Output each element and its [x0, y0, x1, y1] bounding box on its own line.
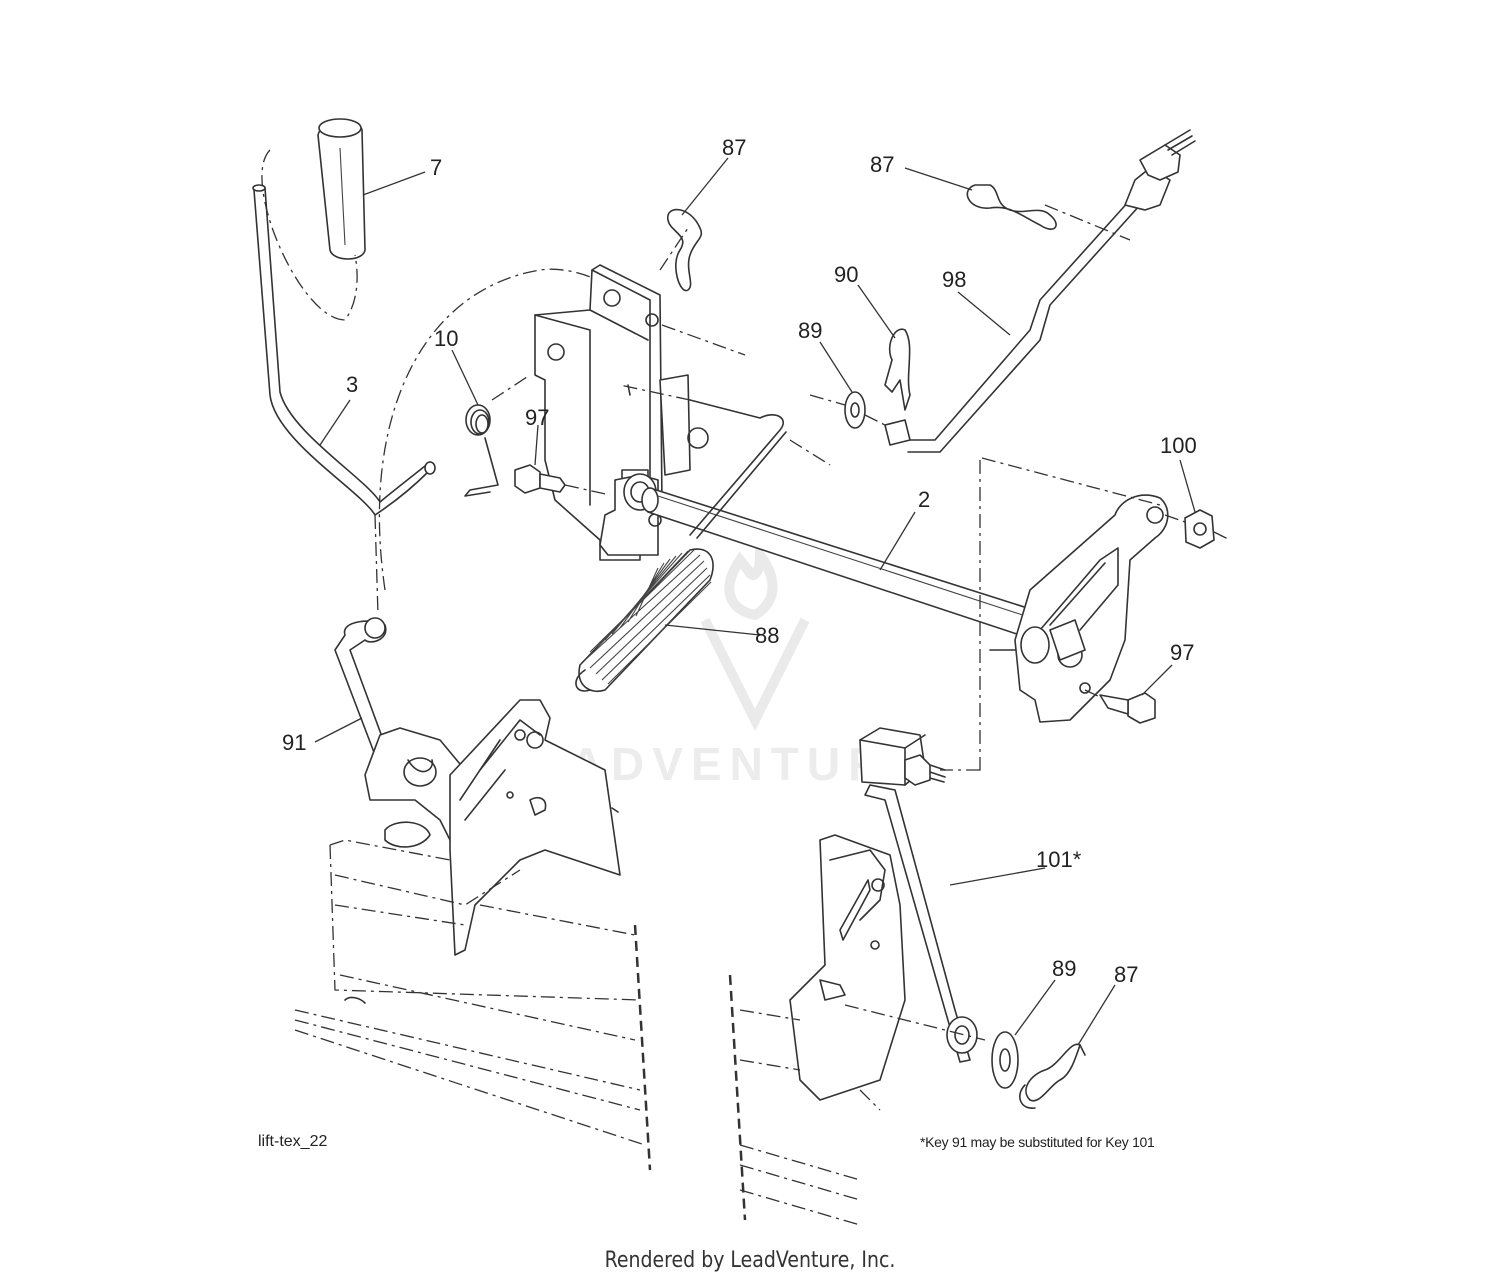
callout-3: 3	[346, 372, 358, 397]
footnote: *Key 91 may be substituted for Key 101	[920, 1134, 1155, 1150]
part-3-lift-lever	[252, 184, 436, 616]
part-100-nut	[1164, 509, 1231, 549]
part-10-torsion-spring	[464, 374, 531, 497]
left-mower-deck	[294, 839, 652, 1171]
left-deck-bracket	[449, 699, 621, 956]
render-credit: Rendered by LeadVenture, Inc.	[604, 1248, 896, 1273]
callout-97-lower: 97	[1170, 640, 1194, 665]
part-89-washer-lower	[991, 1031, 1019, 1089]
callout-91: 91	[282, 730, 306, 755]
callout-87-lower: 87	[1114, 962, 1138, 987]
callout-98: 98	[942, 267, 966, 292]
spring-link-rod	[619, 384, 831, 539]
part-87-hairpin-right	[966, 184, 1131, 241]
callout-89-lower: 89	[1052, 956, 1076, 981]
callout-89-upper: 89	[798, 318, 822, 343]
callout-2: 2	[918, 487, 930, 512]
callout-90: 90	[834, 262, 858, 287]
part-98-adjuster-rod	[884, 129, 1196, 453]
callout-97-upper: 97	[525, 405, 549, 430]
callout-87-right: 87	[870, 152, 894, 177]
diagram-id-label: lift-tex_22	[258, 1133, 327, 1150]
right-mower-deck	[728, 974, 986, 1226]
part-97-bolt-lower	[1084, 689, 1156, 724]
callout-101: 101*	[1036, 847, 1082, 872]
right-deck-bracket	[789, 834, 906, 1101]
leader-lines	[314, 157, 1196, 1046]
part-97-bolt-upper	[514, 464, 611, 496]
right-lift-arm	[989, 494, 1169, 723]
part-101-lift-link	[859, 727, 978, 1063]
part-90-cotter-pin	[884, 328, 911, 411]
part-7-handle-grip	[261, 118, 366, 321]
callout-10: 10	[434, 326, 458, 351]
callout-88: 88	[755, 623, 779, 648]
part-88-extension-spring	[575, 548, 714, 692]
part-87-hairpin-upper	[659, 208, 703, 292]
callout-100: 100	[1160, 433, 1197, 458]
callout-7: 7	[430, 155, 442, 180]
part-89-washer-upper	[809, 391, 886, 429]
callout-87-upper: 87	[722, 135, 746, 160]
part-87-hairpin-lower	[1019, 1043, 1086, 1109]
callout-labels: 7 87 87 90 98 89 10 3 97 100 2 88 97 91 …	[282, 135, 1197, 987]
